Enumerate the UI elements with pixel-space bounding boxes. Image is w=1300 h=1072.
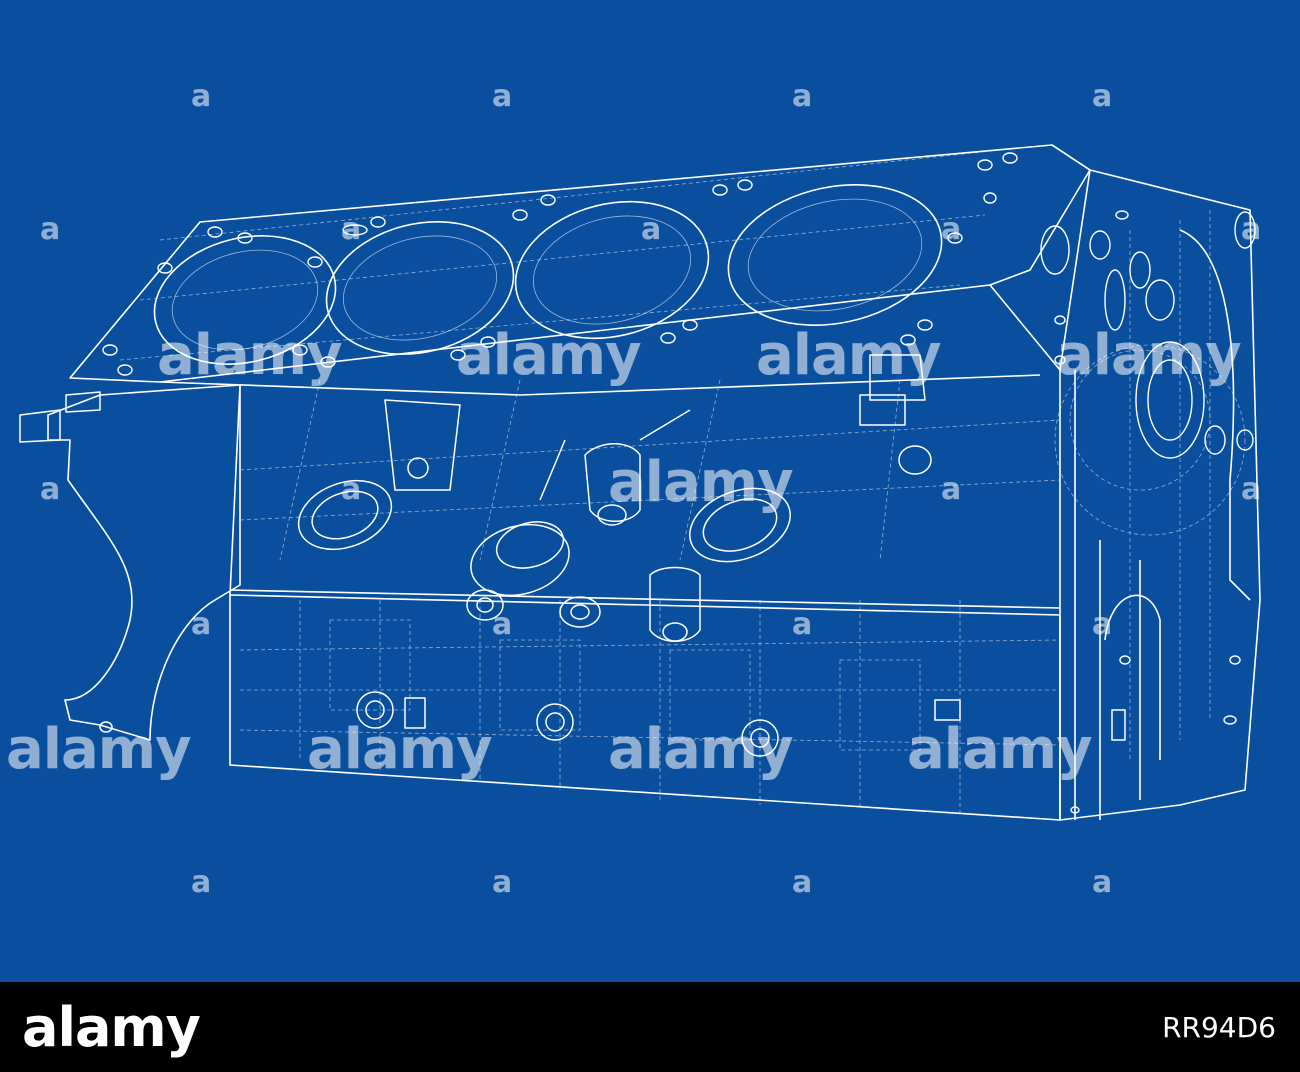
engine-block-wireframe	[19, 144, 1261, 821]
image-code: RR94D6	[1162, 1010, 1276, 1044]
blueprint-canvas: a a a a a a a a a alamy alamy alamy alam…	[0, 0, 1300, 982]
cylinder-bores	[153, 183, 943, 365]
stock-footer-bar: alamy RR94D6	[0, 982, 1300, 1072]
valley-bosses	[19, 354, 932, 642]
head-bolt-holes	[102, 152, 1018, 376]
pan-rail-bosses	[99, 691, 1126, 757]
brand-logo: alamy	[22, 995, 201, 1059]
hidden-lines	[119, 149, 1246, 815]
front-face-ports	[1040, 210, 1256, 814]
block-outline	[47, 144, 1261, 821]
